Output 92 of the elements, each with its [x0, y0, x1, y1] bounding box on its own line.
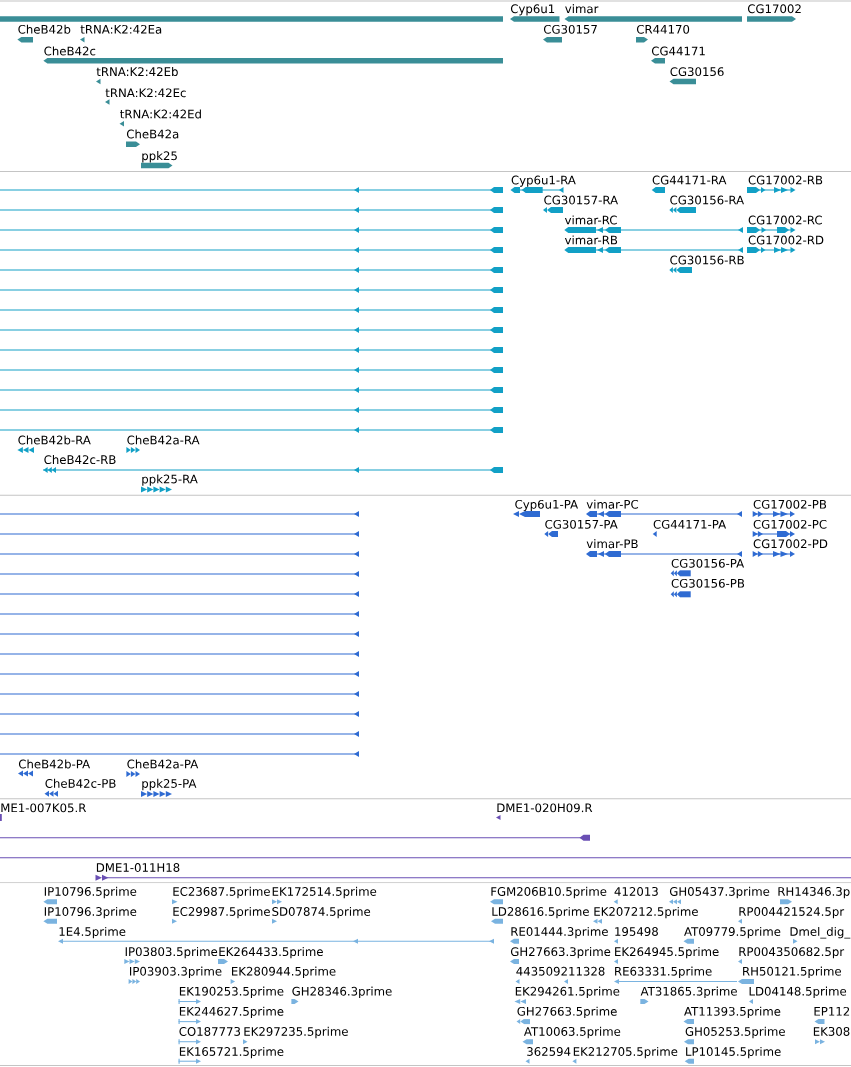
feature-label: EK190253.5prime [179, 986, 284, 998]
feature-label: GH28346.3prime [292, 986, 392, 998]
feature-label: RP004350682.5pr [739, 947, 845, 959]
feature-label: AT09779.5prime [684, 926, 781, 939]
feature-label: CheB42c-RB [44, 455, 116, 465]
feature-label: IP03903.3prime [130, 966, 222, 978]
feature-label: CG30156-PB [671, 578, 745, 588]
feature-label: tRNA:K2:42Eb [96, 67, 178, 77]
feature-label: GH05437.3prime [669, 886, 770, 899]
feature-label: EP112 [814, 1006, 850, 1016]
feature-label: EK207212.5prime [594, 906, 698, 919]
feature-label: Cyp6u1 [510, 4, 555, 16]
feature-label: EK297235.5prime [244, 1026, 348, 1039]
feature-label: CG17002-RB [748, 175, 823, 185]
feature-label: LP10145.5prime [686, 1046, 781, 1059]
feature-label: CR44170 [636, 24, 690, 34]
feature-label: CG17002-PB [753, 499, 827, 509]
feature-label: LD04148.5prime [749, 986, 847, 998]
feature-label: 412013 [614, 887, 658, 896]
feature-label: EK264433.5prime [219, 947, 323, 959]
feature-label: ME1-007K05.R [1, 803, 87, 813]
feature-label: RE63331.5prime [615, 966, 712, 978]
feature-label: ppk25-PA [142, 778, 197, 791]
feature-label: 362594 [527, 1047, 571, 1056]
feature-label: CG17002-PD [753, 539, 828, 549]
feature-label: EC29987.5prime [173, 906, 270, 919]
feature-label: CG17002-RD [748, 235, 824, 245]
feature-label: CG44171-RA [652, 175, 727, 185]
feature-label: AT10063.5prime [523, 1026, 621, 1039]
feature-label: EC23687.5prime [173, 886, 270, 899]
feature-label: IP10796.3prime [44, 906, 137, 919]
feature-label: SD07874.5prime [272, 906, 371, 919]
feature-label: tRNA:K2:42Ed [120, 109, 201, 119]
feature-label: vimar-RB [564, 235, 618, 245]
feature-label: vimar-RC [564, 215, 617, 225]
feature-label: CG30157-RA [544, 195, 618, 205]
feature-label: AT11393.5prime [684, 1006, 781, 1019]
feature-label: ppk25 [142, 151, 177, 163]
feature-label: Cyp6u1-PA [515, 499, 578, 512]
feature-label: EK264945.5prime [615, 947, 719, 959]
feature-label: CheB42c [44, 46, 96, 56]
feature-label: CG44171-PA [653, 519, 727, 529]
feature-label: vimar-PC [586, 499, 639, 509]
feature-label: RP004421524.5pr [739, 907, 845, 919]
feature-label: CheB42b-PA [18, 759, 91, 769]
feature-label: 1E4.5prime [59, 926, 126, 939]
feature-label: vimar-PB [586, 539, 638, 549]
feature-label: DME1-020H09.R [497, 803, 593, 813]
feature-label: CG30157-PA [545, 519, 618, 529]
feature-label: FGM206B10.5prime [491, 886, 607, 899]
feature-label: CG30156-RB [670, 255, 744, 265]
feature-label: IP03803.5prime [125, 947, 218, 959]
feature-label: tRNA:K2:42Ec [105, 88, 186, 98]
feature-label: CheB42b-RA [18, 435, 91, 445]
feature-label: Dmel_dig_ [790, 926, 851, 939]
feature-label: CG30156-RA [670, 195, 744, 205]
feature-label: IP10796.5prime [44, 886, 137, 899]
feature-label: 195498 [615, 927, 658, 936]
feature-label: DME1-011H18 [96, 863, 180, 872]
feature-label: CheB42a-PA [127, 759, 199, 769]
feature-label: ppk25-RA [142, 474, 198, 486]
feature-label: EK294261.5prime [515, 986, 620, 998]
feature-label: EK244627.5prime [179, 1006, 284, 1019]
feature-label: RH50121.5prime [743, 966, 841, 978]
feature-label: Cyp6u1-RA [511, 175, 576, 187]
feature-label: CG30156-PA [671, 558, 745, 568]
feature-label: EK308 [813, 1027, 850, 1036]
feature-label: LD28616.5prime [492, 906, 589, 919]
feature-label: CheB42b [18, 24, 71, 34]
feature-label: EK172514.5prime [272, 886, 377, 899]
feature-label: tRNA:K2:42Ea [80, 24, 162, 34]
feature-label: CheB42a-RA [127, 435, 200, 445]
feature-label: CG30156 [670, 67, 724, 77]
feature-label: CG17002-PC [753, 519, 827, 529]
feature-label: CG30157 [543, 24, 597, 34]
feature-label: RH14346.3p [778, 887, 850, 899]
feature-label: GH27663.5prime [517, 1006, 617, 1019]
feature-label: EK280944.5prime [232, 966, 336, 978]
feature-label: GH05253.5prime [685, 1026, 785, 1039]
feature-label: CheB42c-PB [45, 778, 116, 788]
feature-label: CG17002 [747, 4, 801, 14]
feature-label: EK165721.5prime [179, 1046, 284, 1059]
feature-label: vimar [565, 4, 599, 14]
feature-label: GH27663.3prime [510, 947, 611, 959]
feature-label: RE01444.3prime [511, 926, 608, 939]
feature-label: CG44171 [651, 46, 705, 56]
feature-label: CheB42a [126, 129, 179, 139]
feature-label: EK212705.5prime [573, 1046, 678, 1059]
feature-label: CO187773 [179, 1027, 241, 1036]
feature-label: AT31865.3prime [640, 986, 737, 998]
feature-label: CG17002-RC [748, 215, 822, 225]
feature-label: 443509211328 [516, 966, 605, 976]
